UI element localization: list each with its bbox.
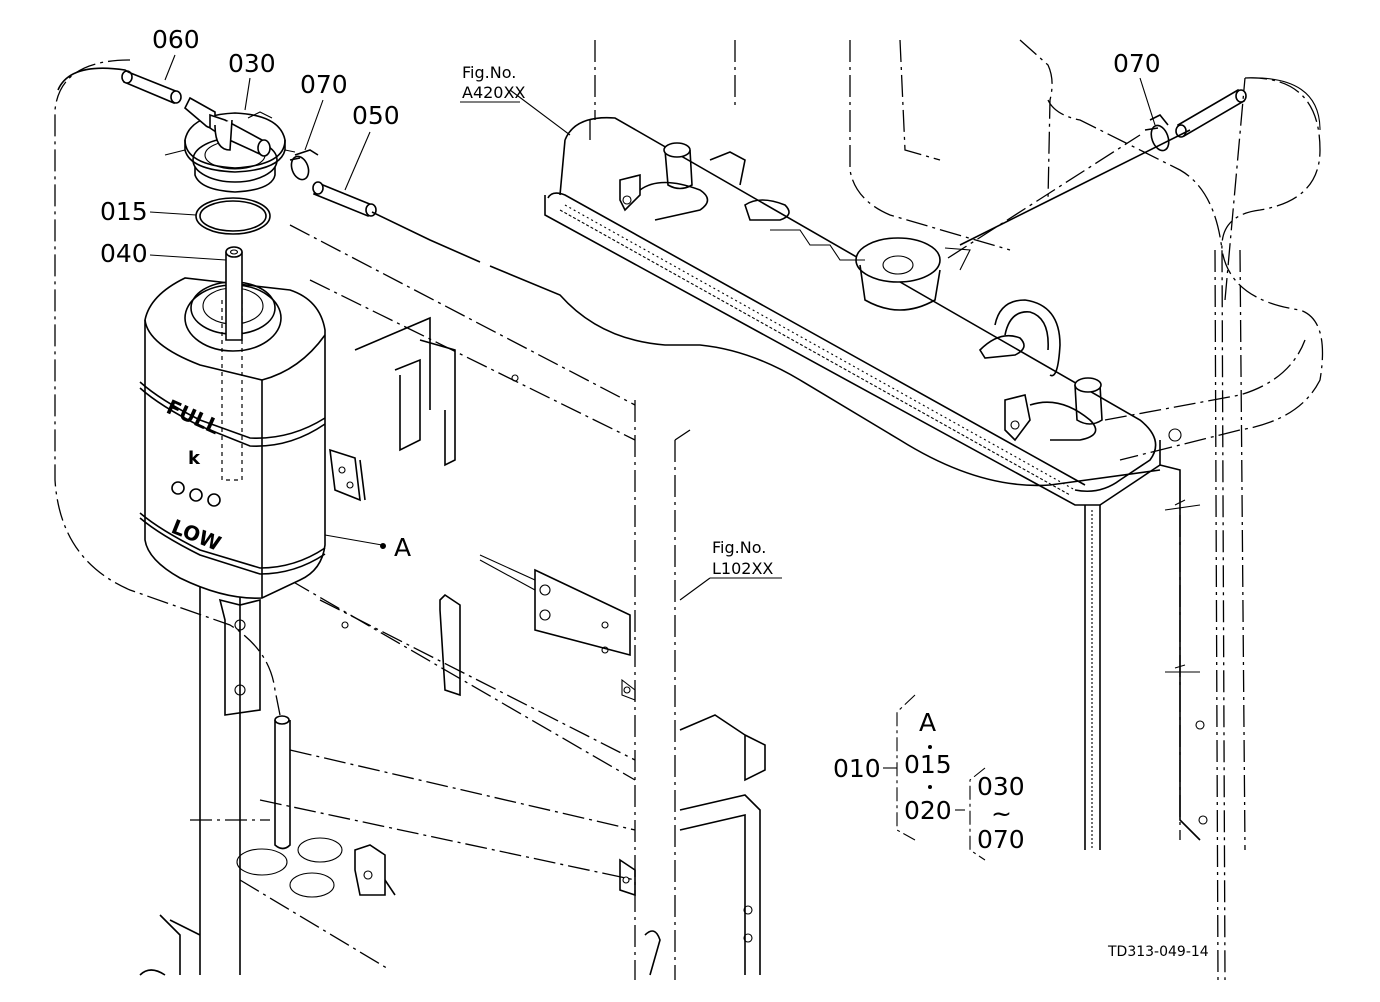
callout-040: 040: [100, 239, 148, 268]
callout-050: 050: [352, 101, 400, 130]
machine-outline-dashed: [54, 59, 281, 716]
part-070-clip-left: [289, 149, 319, 181]
tree-range-end-070: 070: [977, 825, 1025, 854]
callout-060: 060: [152, 25, 200, 54]
tree-item-015: 015: [904, 750, 952, 779]
radiator-assembly: [544, 116, 1208, 850]
part-030-cap: [164, 96, 296, 193]
part-040-pipe: [225, 246, 243, 341]
callout-point-a: A: [394, 533, 411, 562]
frame-panel: [289, 120, 766, 980]
fig-ref-1-code: A420XX: [462, 83, 525, 102]
tree-node-a: A: [919, 708, 936, 737]
tree-range-start-030: 030: [977, 772, 1025, 801]
callout-030: 030: [228, 49, 276, 78]
hose-routing-lines: [57, 67, 1321, 487]
callout-015: 015: [100, 197, 148, 226]
tank-k-marking: k: [188, 448, 201, 469]
reserve-tank: FULL k LOW: [139, 277, 326, 599]
part-070-clip-right: [1144, 88, 1247, 152]
machine-outline-dashed-right: [1119, 77, 1324, 461]
fig-ref-1-label: Fig.No.: [462, 63, 516, 82]
tree-range-separator: ~: [991, 799, 1012, 828]
part-015-o-ring: [195, 197, 271, 235]
fig-ref-2-code: L102XX: [712, 559, 773, 578]
body-frame-outline: [594, 39, 1246, 981]
part-060-pipe: [121, 70, 182, 105]
tree-item-020: 020: [904, 796, 952, 825]
fig-ref-2-label: Fig.No.: [712, 538, 766, 557]
leader-lines: [149, 54, 1156, 601]
drawing-code: TD313-049-14: [1107, 944, 1209, 960]
callout-070-right: 070: [1113, 49, 1161, 78]
assembly-tree: 010 A 015 020 030 ~ 070: [833, 694, 1025, 861]
part-050-pipe: [312, 181, 377, 218]
callout-070-left: 070: [300, 70, 348, 99]
tree-root-010: 010: [833, 754, 881, 783]
